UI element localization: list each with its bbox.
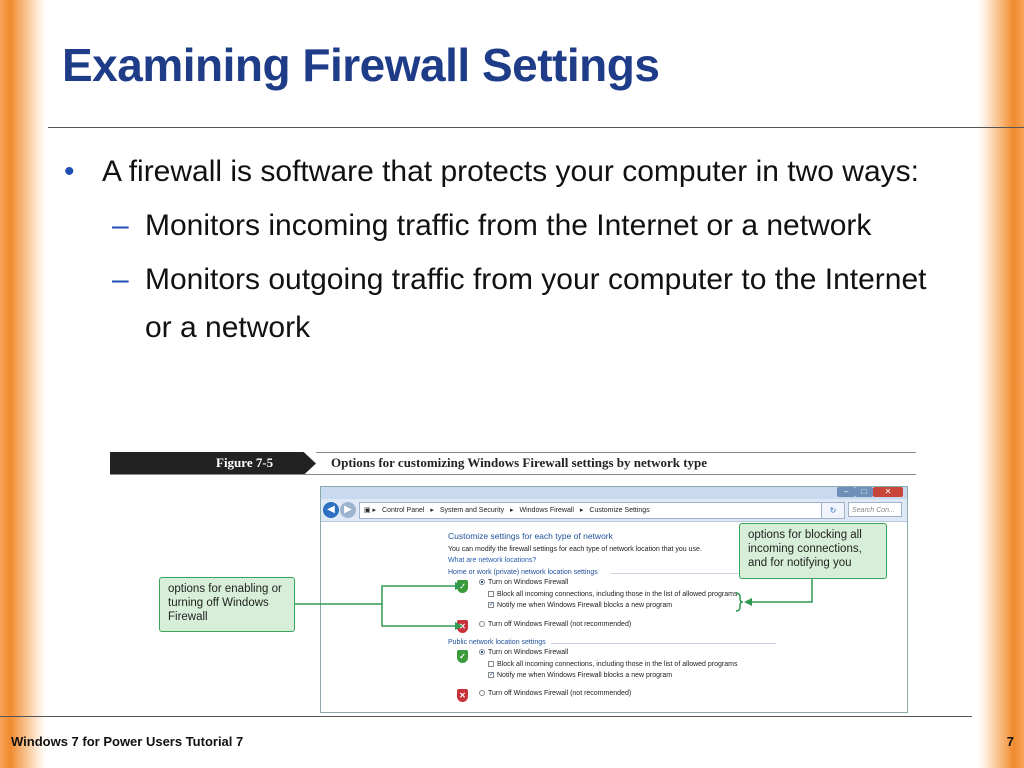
right-decorative-band bbox=[978, 0, 1024, 768]
settings-content: Customize settings for each type of netw… bbox=[321, 522, 907, 712]
control-panel-icon: ▣ ▸ bbox=[364, 507, 377, 514]
shield-x-icon: ✕ bbox=[457, 689, 468, 702]
callout-block-notify: options for blocking all incoming connec… bbox=[739, 523, 887, 579]
window-title-bar: – □ ✕ bbox=[321, 487, 907, 499]
radio-selected-icon[interactable] bbox=[479, 649, 485, 656]
public-block-all-option[interactable]: Block all incoming connections, includin… bbox=[488, 661, 737, 668]
breadcrumb-control-panel[interactable]: Control Panel bbox=[382, 507, 425, 514]
home-turn-off-option[interactable]: Turn off Windows Firewall (not recommend… bbox=[479, 621, 631, 628]
address-path[interactable]: ▣ ▸ Control Panel ▸ System and Security … bbox=[359, 502, 823, 519]
breadcrumb-customize-settings[interactable]: Customize Settings bbox=[589, 507, 650, 514]
back-button[interactable]: ◀ bbox=[323, 502, 339, 518]
home-turn-on-label: Turn on Windows Firewall bbox=[488, 579, 569, 586]
figure-caption-bar: Figure 7-5 Options for customizing Windo… bbox=[110, 452, 916, 475]
slide-title: Examining Firewall Settings bbox=[62, 39, 660, 91]
callout-enable-firewall: options for enabling or turning off Wind… bbox=[159, 577, 295, 632]
home-notify-option[interactable]: ✓Notify me when Windows Firewall blocks … bbox=[488, 602, 672, 609]
public-turn-on-label: Turn on Windows Firewall bbox=[488, 649, 569, 656]
breadcrumb-system-security[interactable]: System and Security bbox=[439, 507, 505, 514]
figure-caption-bottom-rule bbox=[110, 474, 916, 475]
bullet-main-text: A firewall is software that protects you… bbox=[102, 155, 919, 188]
dash-icon: – bbox=[112, 263, 129, 296]
home-turn-on-option[interactable]: Turn on Windows Firewall bbox=[479, 579, 568, 586]
public-section-heading: Public network location settings bbox=[448, 639, 546, 646]
bullet-sub-2-text: Monitors outgoing traffic from your comp… bbox=[145, 263, 927, 344]
public-section-divider bbox=[551, 643, 776, 644]
search-input[interactable]: Search Con... bbox=[848, 502, 902, 517]
chevron-right-icon: ▸ bbox=[430, 507, 434, 514]
firewall-settings-window: – □ ✕ ◀ ▶ ▣ ▸ Control Panel ▸ System and… bbox=[320, 486, 908, 713]
bullet-sub-2: – Monitors outgoing traffic from your co… bbox=[60, 256, 960, 352]
dash-icon: – bbox=[112, 209, 129, 242]
home-block-all-label: Block all incoming connections, includin… bbox=[497, 591, 738, 598]
bullet-dot-icon: • bbox=[64, 155, 75, 188]
home-section-heading: Home or work (private) network location … bbox=[448, 569, 598, 576]
home-notify-label: Notify me when Windows Firewall blocks a… bbox=[497, 602, 673, 609]
public-block-all-label: Block all incoming connections, includin… bbox=[497, 661, 738, 668]
bullet-list: • A firewall is software that protects y… bbox=[60, 148, 960, 352]
public-notify-option[interactable]: ✓Notify me when Windows Firewall blocks … bbox=[488, 672, 672, 679]
public-notify-label: Notify me when Windows Firewall blocks a… bbox=[497, 672, 673, 679]
left-decorative-band bbox=[0, 0, 46, 768]
footer-text: Windows 7 for Power Users Tutorial 7 bbox=[11, 734, 244, 749]
home-section-divider bbox=[611, 573, 776, 574]
close-button[interactable]: ✕ bbox=[873, 487, 903, 497]
footer-divider bbox=[0, 716, 972, 717]
forward-button[interactable]: ▶ bbox=[340, 502, 356, 518]
home-turn-off-label: Turn off Windows Firewall (not recommend… bbox=[488, 621, 632, 628]
figure-number-tab bbox=[110, 452, 316, 475]
settings-heading: Customize settings for each type of netw… bbox=[448, 531, 613, 541]
bullet-sub-1-text: Monitors incoming traffic from the Inter… bbox=[145, 209, 872, 242]
shield-x-icon: ✕ bbox=[457, 620, 468, 633]
chevron-right-icon: ▸ bbox=[579, 507, 584, 514]
maximize-button[interactable]: □ bbox=[855, 487, 873, 497]
public-turn-off-label: Turn off Windows Firewall (not recommend… bbox=[488, 690, 632, 697]
minimize-button[interactable]: – bbox=[837, 487, 855, 497]
checkbox-unchecked-icon[interactable] bbox=[488, 661, 494, 668]
bullet-sub-1: – Monitors incoming traffic from the Int… bbox=[60, 202, 960, 250]
checkbox-unchecked-icon[interactable] bbox=[488, 591, 494, 598]
radio-unselected-icon[interactable] bbox=[479, 690, 485, 697]
checkbox-checked-icon[interactable]: ✓ bbox=[488, 672, 495, 679]
breadcrumb-windows-firewall[interactable]: Windows Firewall bbox=[519, 507, 574, 514]
figure-caption-top-rule bbox=[316, 452, 916, 453]
chevron-right-icon: ▸ bbox=[510, 507, 514, 514]
page-number: 7 bbox=[1006, 734, 1014, 749]
public-turn-on-option[interactable]: Turn on Windows Firewall bbox=[479, 649, 568, 656]
title-divider bbox=[48, 127, 1024, 128]
public-turn-off-option[interactable]: Turn off Windows Firewall (not recommend… bbox=[479, 690, 631, 697]
home-block-all-option[interactable]: Block all incoming connections, includin… bbox=[488, 591, 737, 598]
shield-check-icon: ✓ bbox=[457, 580, 468, 593]
settings-description: You can modify the firewall settings for… bbox=[448, 546, 702, 553]
bullet-main: • A firewall is software that protects y… bbox=[60, 148, 960, 196]
figure-caption: Options for customizing Windows Firewall… bbox=[331, 455, 708, 470]
network-locations-link[interactable]: What are network locations? bbox=[448, 557, 537, 564]
shield-check-icon: ✓ bbox=[457, 650, 468, 663]
checkbox-checked-icon[interactable]: ✓ bbox=[488, 602, 495, 609]
radio-selected-icon[interactable] bbox=[479, 579, 485, 586]
refresh-icon[interactable]: ↻ bbox=[821, 502, 845, 519]
address-bar: ◀ ▶ ▣ ▸ Control Panel ▸ System and Secur… bbox=[321, 499, 907, 522]
radio-unselected-icon[interactable] bbox=[479, 621, 485, 628]
figure-number: Figure 7-5 bbox=[216, 455, 274, 470]
